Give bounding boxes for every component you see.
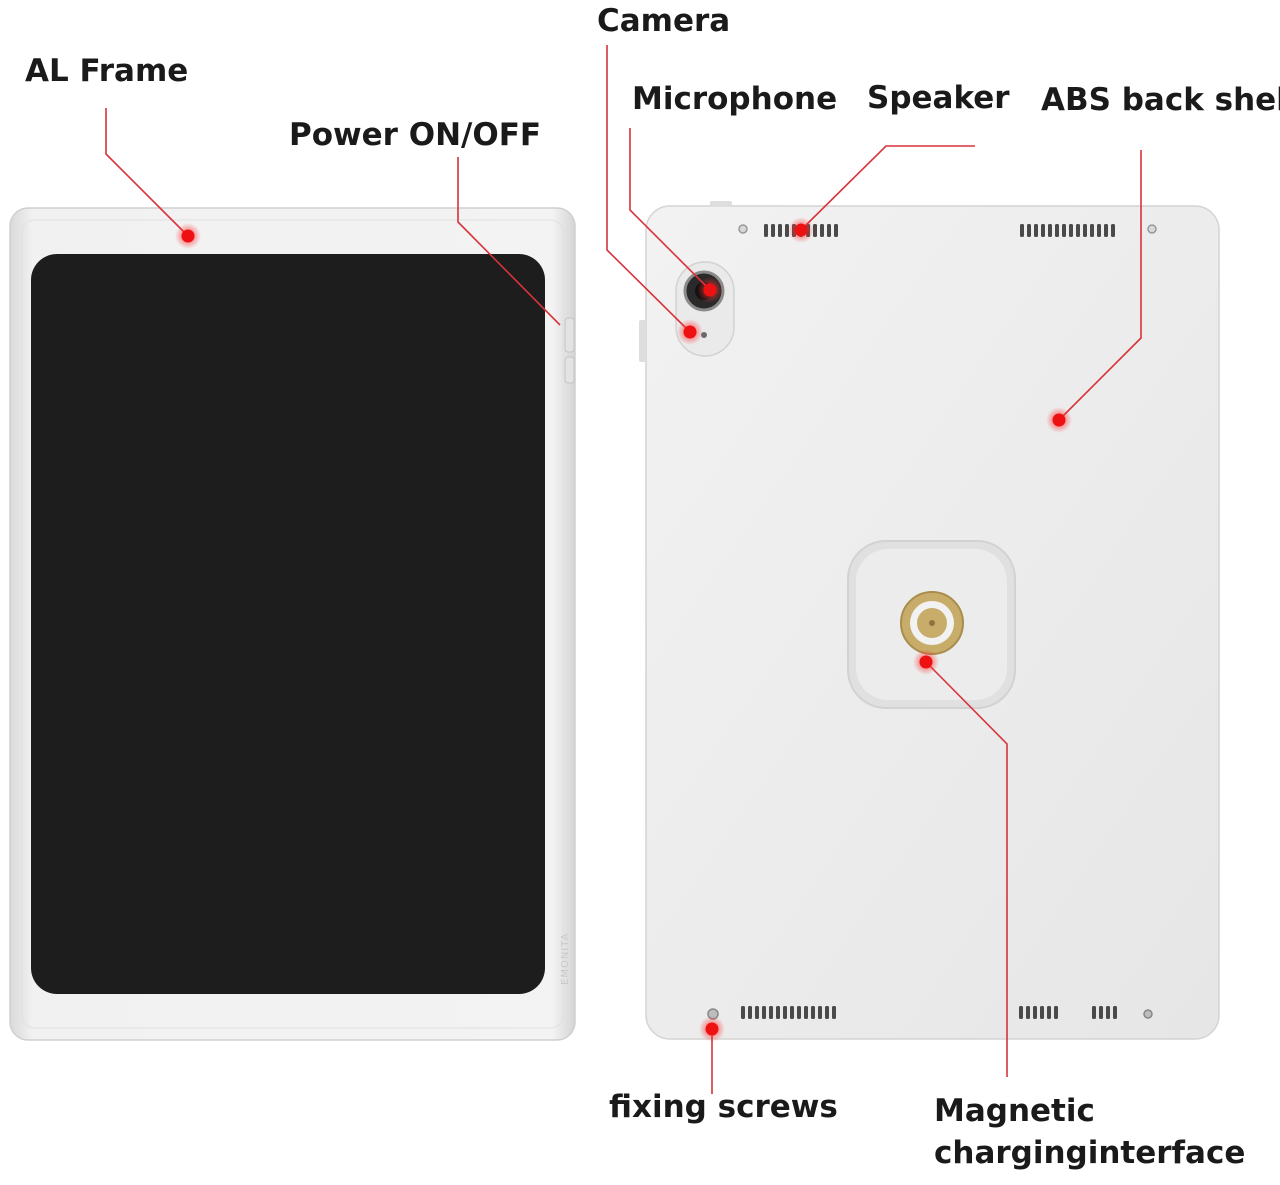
grille-slot <box>776 1006 780 1019</box>
grille-slot <box>813 224 817 237</box>
grille-slot <box>1092 1006 1096 1019</box>
grille-slot <box>827 224 831 237</box>
grille-slot <box>1019 1006 1023 1019</box>
grille-slot <box>1020 224 1024 237</box>
leader-magnetic <box>925 661 1008 1077</box>
grille-slot <box>1041 224 1045 237</box>
grille-slot <box>1047 1006 1051 1019</box>
grille-slot <box>790 1006 794 1019</box>
dot-microphone <box>697 277 723 303</box>
grille-slot <box>797 1006 801 1019</box>
grille-slot <box>755 1006 759 1019</box>
label-power: Power ON/OFF <box>289 117 542 153</box>
grille-slot <box>764 224 768 237</box>
label-fixing-screws: fixing screws <box>609 1089 838 1125</box>
leader-speaker <box>800 145 975 231</box>
dot-camera <box>677 319 703 345</box>
grille-slot <box>1099 1006 1103 1019</box>
grille-slot <box>771 224 775 237</box>
grille-slot <box>1033 1006 1037 1019</box>
grille-slot <box>1040 1006 1044 1019</box>
leader-al-frame <box>105 108 189 237</box>
grille-bottom-mid <box>1019 1006 1058 1019</box>
grille-slot <box>1097 224 1101 237</box>
label-al-frame: AL Frame <box>25 53 189 89</box>
grille-slot <box>762 1006 766 1019</box>
grille-slot <box>825 1006 829 1019</box>
screw-top-right <box>1147 224 1157 234</box>
leader-abs-back-shell <box>1058 150 1142 421</box>
brand-text: EMONITA <box>560 933 571 985</box>
screen <box>31 254 545 994</box>
grille-slot <box>1076 224 1080 237</box>
front-view: EMONITA <box>9 207 576 1041</box>
grille-slot <box>834 224 838 237</box>
label-microphone: Microphone <box>632 81 838 117</box>
grille-slot <box>1062 224 1066 237</box>
dot-fixing-screws <box>699 1016 725 1042</box>
grille-slot <box>1048 224 1052 237</box>
label-camera: Camera <box>597 3 731 39</box>
grille-slot <box>748 1006 752 1019</box>
grille-slot <box>811 1006 815 1019</box>
grille-slot <box>820 224 824 237</box>
back-view <box>639 201 1220 1040</box>
grille-slot <box>1055 224 1059 237</box>
leader-camera <box>606 45 691 333</box>
grille-slot <box>804 1006 808 1019</box>
grille-slot <box>1034 224 1038 237</box>
grille-slot <box>778 224 782 237</box>
grille-slot <box>1083 224 1087 237</box>
grille-slot <box>785 224 789 237</box>
grille-slot <box>832 1006 836 1019</box>
label-magnetic-line2: charginginterface <box>934 1135 1246 1171</box>
grille-slot <box>1111 224 1115 237</box>
grille-slot <box>783 1006 787 1019</box>
grille-slot <box>1069 224 1073 237</box>
label-magnetic-line1: Magnetic <box>934 1093 1095 1129</box>
grille-slot <box>1090 224 1094 237</box>
leader-power <box>457 157 561 326</box>
grille-slot <box>1026 1006 1030 1019</box>
grille-slot <box>1106 1006 1110 1019</box>
grille-slot <box>818 1006 822 1019</box>
grille-slot <box>769 1006 773 1019</box>
dot-speaker <box>788 217 814 243</box>
callout-lines <box>105 45 1142 1094</box>
screw-bottom-right <box>1143 1009 1153 1019</box>
label-speaker: Speaker <box>867 80 1010 116</box>
power-button <box>564 317 575 353</box>
callout-dots <box>175 217 1072 1042</box>
grille-slot <box>1113 1006 1117 1019</box>
dot-al-frame <box>175 223 201 249</box>
grille-bottom-right <box>1092 1006 1117 1019</box>
grille-bottom-left <box>741 1006 836 1019</box>
leader-microphone <box>629 128 711 291</box>
grille-top-right <box>1020 224 1115 237</box>
grille-slot <box>1104 224 1108 237</box>
speaker-grilles <box>741 224 1117 1019</box>
dot-abs-back-shell <box>1046 407 1072 433</box>
screw-top-left <box>738 224 748 234</box>
label-abs-back-shell: ABS back shell <box>1041 82 1280 118</box>
grille-slot <box>741 1006 745 1019</box>
dot-magnetic <box>913 649 939 675</box>
grille-slot <box>1027 224 1031 237</box>
volume-button <box>564 356 575 384</box>
grille-slot <box>1054 1006 1058 1019</box>
